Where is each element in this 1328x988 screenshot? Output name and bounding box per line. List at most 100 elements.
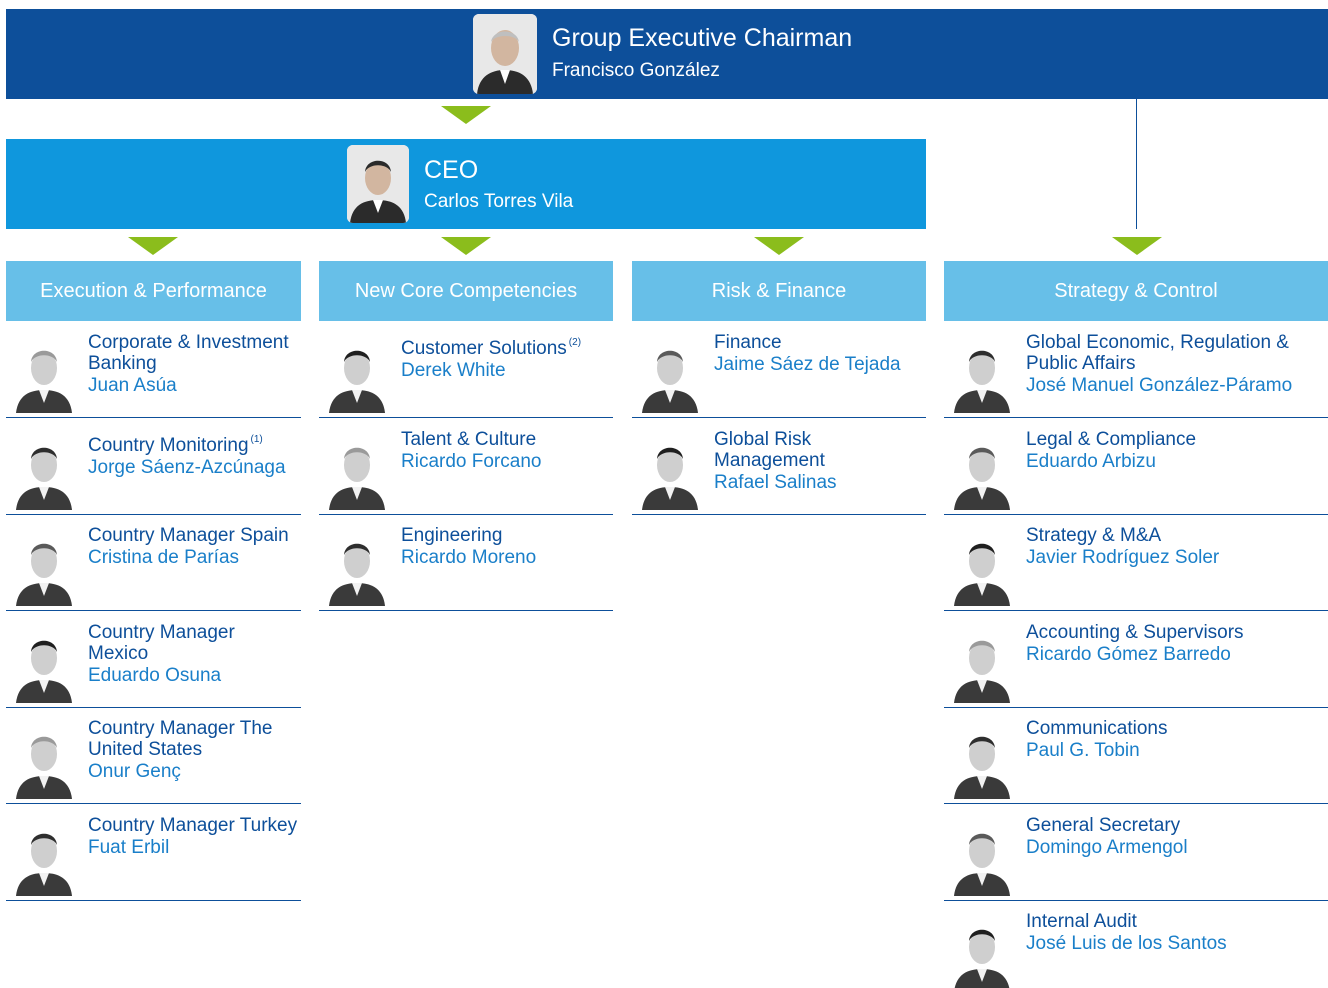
card-text: Global Economic, Regulation & Public Aff…: [1026, 332, 1326, 397]
executive-portrait: [640, 432, 700, 510]
role-title: Country Manager Mexico: [88, 622, 299, 664]
person-name: Paul G. Tobin: [1026, 740, 1140, 761]
executive-portrait: [14, 818, 74, 896]
role-title: Finance: [714, 332, 924, 353]
person-name: Eduardo Osuna: [88, 665, 222, 686]
role-label: Communications: [1026, 718, 1168, 739]
role-label: General Secretary: [1026, 815, 1181, 836]
person-name: Eduardo Arbizu: [1026, 451, 1156, 472]
person-name: Ricardo Gómez Barredo: [1026, 644, 1231, 665]
role-title: Engineering: [401, 525, 611, 546]
person-name: Cristina de Parías: [88, 547, 240, 568]
card-text: Customer Solutions(2)Derek White: [401, 332, 611, 382]
role-title: Corporate & Investment Banking: [88, 332, 299, 374]
role-title: General Secretary: [1026, 815, 1326, 836]
arrow-down-icon: [441, 237, 491, 255]
ceo-name: Carlos Torres Vila: [424, 191, 574, 212]
role-label: Accounting & Supervisors: [1026, 622, 1244, 643]
chairman-portrait: [473, 14, 537, 94]
role-label: Country Monitoring: [88, 435, 249, 456]
executive-portrait: [14, 432, 74, 510]
arrow-down-icon: [441, 106, 491, 124]
column-header-strategy-control: Strategy & Control: [944, 261, 1328, 321]
person-name: Domingo Armengol: [1026, 837, 1188, 858]
executive-portrait: [952, 335, 1012, 413]
chairman-title: Group Executive Chairman: [552, 24, 853, 52]
role-label: Country Manager The United States: [88, 718, 273, 760]
executive-portrait: [952, 818, 1012, 896]
role-label: Finance: [714, 332, 782, 353]
column-header-execution-performance: Execution & Performance: [6, 261, 301, 321]
role-title: Strategy & M&A: [1026, 525, 1326, 546]
executive-portrait: [952, 432, 1012, 510]
role-label: Talent & Culture: [401, 429, 537, 450]
arrow-down-icon: [128, 237, 178, 255]
role-label: Legal & Compliance: [1026, 429, 1197, 450]
ceo-portrait: [347, 145, 409, 223]
person-name: Ricardo Forcano: [401, 451, 542, 472]
executive-portrait: [952, 721, 1012, 799]
person-name: Fuat Erbil: [88, 837, 170, 858]
executive-portrait: [952, 625, 1012, 703]
executive-portrait: [14, 721, 74, 799]
arrow-down-icon: [754, 237, 804, 255]
footnote-marker: (1): [250, 434, 263, 445]
role-label: Strategy & M&A: [1026, 525, 1162, 546]
person-name: Jorge Sáenz-Azcúnaga: [88, 457, 286, 478]
role-title: Customer Solutions(2): [401, 332, 611, 359]
executive-portrait: [14, 528, 74, 606]
card-country-monitoring: Country Monitoring(1)Jorge Sáenz-Azcúnag…: [6, 418, 301, 515]
person-name: José Luis de los Santos: [1026, 933, 1227, 954]
role-label: Country Manager Mexico: [88, 622, 235, 664]
executive-portrait: [952, 914, 1012, 988]
role-label: Country Manager Spain: [88, 525, 289, 546]
person-name: Juan Asúa: [88, 375, 177, 396]
chairman-name: Francisco González: [552, 60, 720, 81]
role-title: Global Risk Management: [714, 429, 924, 471]
column-header-risk-finance: Risk & Finance: [632, 261, 926, 321]
role-title: Country Monitoring(1): [88, 429, 299, 456]
footnote-marker: (2): [568, 337, 582, 348]
person-name: Derek White: [401, 360, 506, 381]
role-title: Country Manager Spain: [88, 525, 299, 546]
executive-portrait: [640, 335, 700, 413]
role-label: Corporate & Investment Banking: [88, 332, 289, 374]
role-title: Internal Audit: [1026, 911, 1326, 932]
role-label: Customer Solutions: [401, 338, 567, 359]
person-name: Onur Genç: [88, 761, 181, 782]
card-text: Country Monitoring(1)Jorge Sáenz-Azcúnag…: [88, 429, 299, 479]
person-name: Rafael Salinas: [714, 472, 837, 493]
card-customer-solutions: Customer Solutions(2)Derek White: [319, 321, 613, 418]
role-title: Legal & Compliance: [1026, 429, 1326, 450]
ceo-banner: CEO Carlos Torres Vila: [6, 139, 926, 229]
role-title: Talent & Culture: [401, 429, 611, 450]
role-label: Engineering: [401, 525, 503, 546]
role-title: Country Manager The United States: [88, 718, 299, 760]
strategy-connector-line: [1136, 99, 1137, 229]
person-name: Ricardo Moreno: [401, 547, 537, 568]
executive-portrait: [327, 528, 387, 606]
role-label: Global Economic, Regulation & Public Aff…: [1026, 332, 1289, 374]
